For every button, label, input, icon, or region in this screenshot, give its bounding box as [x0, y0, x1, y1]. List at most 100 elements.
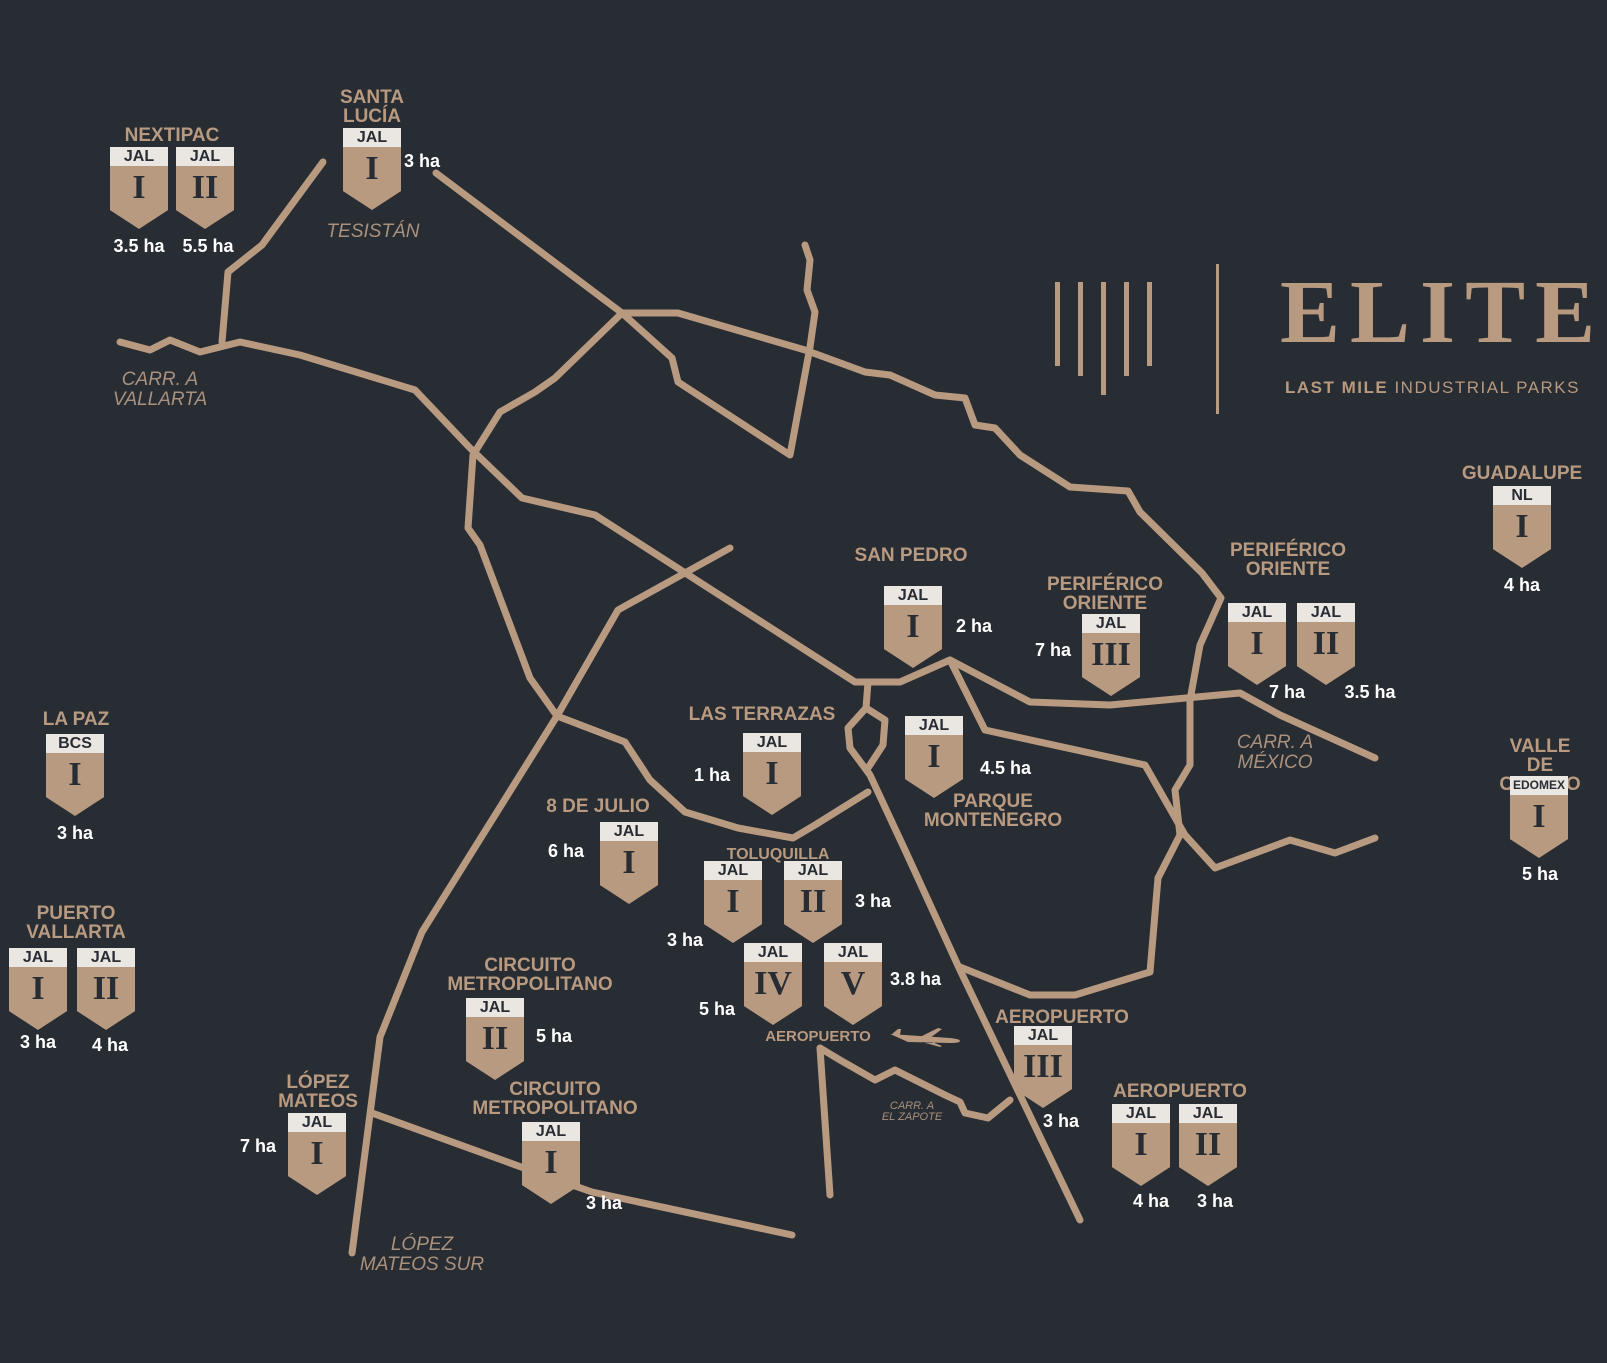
plane-icon	[890, 1028, 960, 1047]
road-label-carr-mexico: CARR. A MÉXICO	[1236, 732, 1314, 773]
state-label: JAL	[1179, 1104, 1237, 1123]
state-label: JAL	[9, 948, 67, 967]
brand-name: ELITE	[1280, 263, 1606, 362]
park-numeral: II	[1312, 625, 1340, 662]
state-label: JAL	[288, 1113, 346, 1132]
state-label: JAL	[110, 147, 168, 166]
park-name-circuito-metropolitano-i: CIRCUITO METROPOLITANO	[472, 1079, 638, 1119]
park-badge: JAL I	[288, 1113, 346, 1195]
airport-label: AEROPUERTO	[765, 1028, 871, 1045]
park-area: 7 ha	[1035, 640, 1072, 660]
park-name-puerto-vallarta: PUERTO VALLARTA	[26, 903, 126, 943]
park-numeral: I	[1532, 798, 1546, 835]
park-numeral: II	[799, 883, 827, 920]
park-name-circuito-metropolitano-ii: CIRCUITO METROPOLITANO	[447, 955, 613, 995]
park-area: 6 ha	[548, 841, 585, 861]
park-numeral: V	[840, 965, 866, 1002]
road-airport	[844, 678, 1084, 1224]
park-area: 3.5 ha	[113, 236, 165, 256]
state-label: JAL	[905, 716, 963, 735]
state-label: JAL	[744, 943, 802, 962]
park-badge: JAL I	[600, 822, 658, 904]
park-area: 4 ha	[91, 1035, 129, 1055]
park-name-periferico-oriente-b: PERIFÉRICO ORIENTE	[1229, 540, 1347, 580]
park-name-la-paz: LA PAZ	[42, 709, 110, 730]
park-numeral: I	[132, 169, 146, 206]
park-numeral: III	[1091, 636, 1131, 673]
park-numeral: I	[927, 738, 941, 775]
park-area: 4.5 ha	[980, 758, 1032, 778]
park-area: 3.5 ha	[1344, 682, 1396, 702]
park-numeral: I	[68, 756, 82, 793]
park-name-guadalupe: GUADALUPE	[1461, 463, 1583, 484]
park-area: 1 ha	[694, 765, 731, 785]
state-label: JAL	[784, 861, 842, 880]
road-zapote-b	[816, 1044, 1014, 1122]
park-name-lopez-mateos: LÓPEZ MATEOS	[278, 1072, 358, 1112]
park-numeral: I	[622, 844, 636, 881]
park-name-toluquilla: TOLUQUILLA	[726, 846, 830, 863]
park-area: 3 ha	[1196, 1191, 1234, 1211]
park-numeral: II	[191, 169, 219, 206]
park-numeral: I	[1250, 625, 1264, 662]
state-label: JAL	[176, 147, 234, 166]
park-area: 5 ha	[699, 999, 736, 1019]
road-tesistan	[432, 169, 1225, 999]
park-name-parque-montenegro: PARQUE MONTENEGRO	[923, 791, 1063, 831]
park-badge: JAL II	[1297, 603, 1355, 685]
park-area: 3 ha	[404, 151, 441, 171]
park-badge: JAL I	[1228, 603, 1286, 685]
park-numeral: I	[906, 608, 920, 645]
logo-divider	[1216, 264, 1219, 414]
park-area: 3 ha	[19, 1032, 57, 1052]
road-airport-loop	[862, 704, 889, 772]
park-area: 5 ha	[536, 1026, 573, 1046]
state-label: JAL	[704, 861, 762, 880]
park-numeral: II	[481, 1020, 509, 1057]
park-area: 3 ha	[855, 891, 892, 911]
state-label: JAL	[466, 998, 524, 1017]
park-name-8-de-julio: 8 DE JULIO	[546, 796, 650, 817]
state-label: JAL	[600, 822, 658, 841]
park-numeral: I	[765, 755, 779, 792]
park-numeral: I	[544, 1144, 558, 1181]
park-name-san-pedro: SAN PEDRO	[854, 545, 968, 566]
road-nextipac-spur	[218, 158, 327, 346]
tagline-rest: INDUSTRIAL PARKS	[1394, 378, 1580, 397]
road-periferico-east	[946, 656, 1379, 872]
park-badge: JAL II	[784, 861, 842, 943]
state-label: BCS	[46, 734, 104, 753]
road-diagonal-south	[348, 544, 734, 1257]
road-vallarta	[116, 336, 1379, 762]
park-badge: JAL II	[466, 998, 524, 1080]
road-zapote	[816, 1044, 834, 1199]
park-badge: JAL I	[905, 716, 963, 798]
park-name-aeropuerto-iii: AEROPUERTO	[995, 1007, 1129, 1028]
park-numeral: I	[310, 1135, 324, 1172]
park-name-nextipac: NEXTIPAC	[124, 125, 220, 146]
park-numeral: III	[1023, 1048, 1063, 1085]
state-label: JAL	[1297, 603, 1355, 622]
park-name-aeropuerto-i-ii: AEROPUERTO	[1113, 1081, 1247, 1102]
road-label-carr-zapote: CARR. A EL ZAPOTE	[881, 1100, 943, 1123]
park-badge: JAL II	[176, 147, 234, 229]
road-north-loop	[464, 241, 872, 842]
park-numeral: I	[1515, 508, 1529, 545]
park-area: 7 ha	[1268, 682, 1306, 702]
park-numeral: II	[1194, 1126, 1222, 1163]
road-circuito	[368, 1109, 796, 1239]
park-badge: JAL II	[1179, 1104, 1237, 1186]
state-label: JAL	[1228, 603, 1286, 622]
